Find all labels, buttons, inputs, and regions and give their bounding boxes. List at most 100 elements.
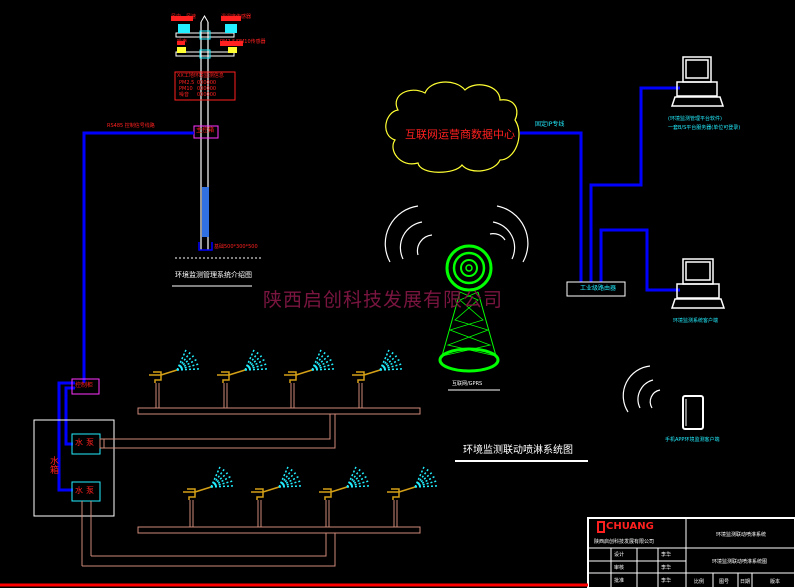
water-spray xyxy=(414,470,434,488)
control-cabinet-box xyxy=(71,378,100,395)
footer-cell: 比例 xyxy=(694,579,705,585)
water-spray xyxy=(311,362,336,371)
noise-sensor-icon xyxy=(177,47,186,53)
water-spray xyxy=(244,358,267,371)
reviewer-sign: 李华 xyxy=(661,565,672,571)
water-spray xyxy=(311,347,323,371)
water-spray xyxy=(176,347,188,371)
water-spray xyxy=(346,485,372,488)
water-spray xyxy=(210,464,222,488)
water-spray xyxy=(278,470,298,488)
controller-label: 主控箱 xyxy=(196,127,215,134)
pole-caption: 环境监测管理系统介绍图 xyxy=(175,271,252,279)
info-row-value: 000000 xyxy=(197,92,217,98)
sprinkler xyxy=(319,464,372,527)
phone-caption: 手机APP环境监测客户端 xyxy=(665,437,720,443)
network-lines xyxy=(57,86,680,492)
pc-bottom-icon xyxy=(670,258,726,309)
humidity-label: 温湿度传感器 xyxy=(221,14,252,20)
water-spray xyxy=(346,475,369,488)
pm-label: PM2.5/PM10传感器 xyxy=(220,39,266,45)
water-spray xyxy=(176,353,196,371)
link-label: 固定IP专线 xyxy=(535,121,565,128)
water-spray xyxy=(414,485,440,488)
water-spray xyxy=(210,467,226,488)
drawing-name: 环境监测联动喷淋系统图 xyxy=(712,559,768,565)
rs485-label: RS485 控制信号线路 xyxy=(107,123,155,129)
info-row-label: 噪音 xyxy=(179,92,190,98)
info-row-label: PM2.5 xyxy=(179,80,195,86)
water-spray xyxy=(244,350,260,371)
control-cabinet-label: 控制柜 xyxy=(75,382,94,389)
sprinkler-head-icon xyxy=(183,486,212,500)
water-spray xyxy=(311,368,337,371)
pc-top-icon xyxy=(670,56,725,107)
approver-sign: 李华 xyxy=(661,578,672,584)
footer-cell: 图号 xyxy=(719,579,730,585)
water-spray xyxy=(176,362,201,371)
logo-icon xyxy=(597,521,605,533)
water-spray xyxy=(414,475,437,488)
water-spray xyxy=(244,353,264,371)
wind-label: 风向、风速 xyxy=(171,14,197,20)
humidity-sensor-icon xyxy=(225,24,237,33)
logo-text: CHUANG xyxy=(606,521,654,532)
water-spray xyxy=(278,467,294,488)
footer-cell: 版本 xyxy=(770,579,781,585)
pm-sensor-icon xyxy=(228,47,237,53)
water-spray xyxy=(379,353,399,371)
sprinkler-head-icon xyxy=(387,486,416,500)
cloud-shape xyxy=(385,81,520,173)
sprinkler-head-icon xyxy=(319,486,348,500)
water-spray xyxy=(346,479,371,488)
sprinkler xyxy=(284,347,337,408)
water-spray xyxy=(176,368,202,371)
noise-label: 噪声 xyxy=(177,39,188,45)
water-spray xyxy=(379,347,391,371)
sprinkler xyxy=(251,464,304,527)
water-spray xyxy=(379,358,402,371)
watermark: 陕西启创科技发展有限公司 xyxy=(263,289,504,311)
title-block-frame xyxy=(587,517,795,588)
water-spray xyxy=(414,467,430,488)
water-spray xyxy=(346,464,358,488)
designer-sign: 李华 xyxy=(661,552,672,558)
water-spray xyxy=(311,350,327,371)
phone-icon xyxy=(682,395,704,430)
footer-cell: 日期 xyxy=(740,579,751,585)
sprinkler xyxy=(183,464,236,527)
tower xyxy=(438,244,500,373)
pump-box-2 xyxy=(71,481,101,502)
sprinkler xyxy=(352,347,405,408)
water-spray xyxy=(311,353,331,371)
info-panel-title: XX工地环境监测信息 xyxy=(177,73,224,79)
designer-label: 设计 xyxy=(614,552,625,558)
signal-arcs xyxy=(384,205,661,413)
tower-caption: 互联网/GPRS xyxy=(452,381,483,387)
water-spray xyxy=(210,470,230,488)
water-spray xyxy=(244,362,269,371)
sprinkler-head-icon xyxy=(284,369,313,383)
cloud-label: 互联网运营商数据中心 xyxy=(405,128,515,141)
water-spray xyxy=(278,464,290,488)
pc-top-caption-line1: (环境监测管理平台软件) xyxy=(668,116,722,122)
sprinkler xyxy=(217,347,270,408)
router-box xyxy=(566,281,626,297)
approver-label: 批准 xyxy=(614,578,625,584)
water-tank-label: 水箱 xyxy=(48,456,58,474)
water-spray xyxy=(278,479,303,488)
info-panel xyxy=(174,71,236,101)
water-spray xyxy=(176,350,192,371)
water-spray xyxy=(346,470,366,488)
water-spray xyxy=(414,464,426,488)
sprinkler-head-icon xyxy=(352,369,381,383)
diagram-title: 环境监测联动喷淋系统图 xyxy=(463,445,573,456)
sprinkler-head-icon xyxy=(217,369,246,383)
water-spray xyxy=(210,479,235,488)
sprinkler-head-icon xyxy=(149,369,178,383)
company-name: 陕西启创科技发展有限公司 xyxy=(594,539,655,545)
water-spray xyxy=(176,358,199,371)
router-label: 工业级路由器 xyxy=(580,285,617,292)
